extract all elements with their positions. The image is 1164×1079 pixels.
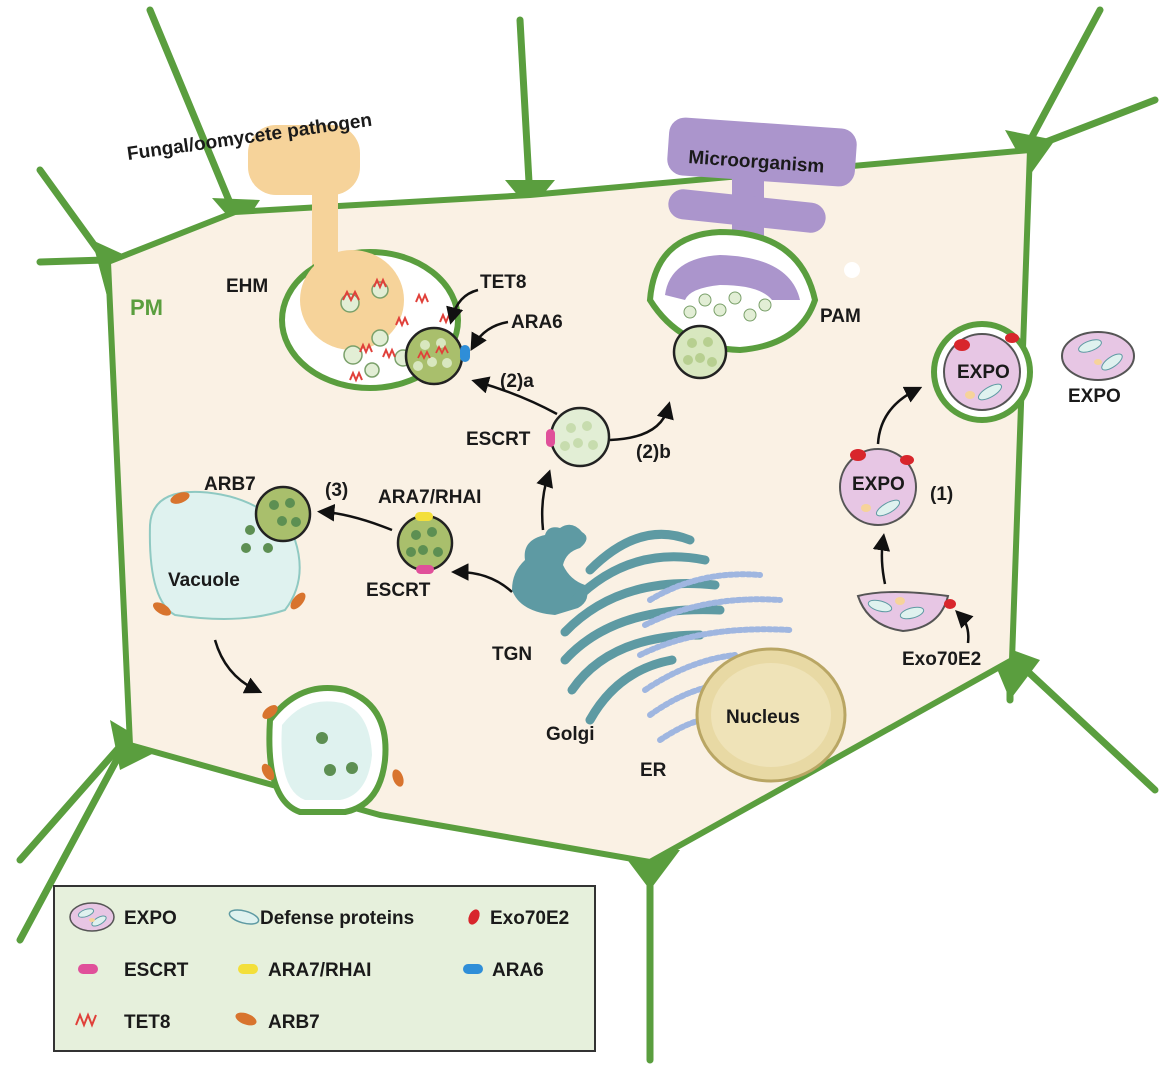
pam-label: PAM bbox=[820, 306, 861, 327]
exo70e2-icon bbox=[468, 909, 480, 925]
arrow-expo-bud-up bbox=[872, 533, 891, 585]
arrow-3 bbox=[317, 504, 393, 532]
vacuole bbox=[148, 485, 312, 620]
golgi-label: Golgi bbox=[546, 724, 595, 745]
tet8-icon bbox=[75, 1012, 97, 1028]
arrow-2a bbox=[471, 376, 558, 416]
pm-label: PM bbox=[130, 295, 163, 320]
arb7-label: ARB7 bbox=[204, 474, 256, 495]
exo70e2-label: Exo70E2 bbox=[902, 649, 981, 670]
expo-outside bbox=[1061, 331, 1135, 381]
vacuole-label: Vacuole bbox=[168, 570, 240, 591]
legend-ara7-label: ARA7/RHAI bbox=[268, 960, 371, 981]
arrow-vacuole-down bbox=[213, 639, 263, 694]
defense-protein-icon bbox=[228, 909, 260, 925]
mvb-ehm bbox=[404, 326, 470, 386]
legend: EXPO Defense proteins Exo70E2 ESCRT ARA7… bbox=[53, 885, 596, 1052]
ara6-arrow bbox=[470, 320, 509, 352]
legend-tet8-label: TET8 bbox=[124, 1012, 170, 1033]
expo-budding bbox=[856, 591, 956, 633]
legend-arb7-label: ARB7 bbox=[268, 1012, 320, 1033]
arrow-expo-to-pm bbox=[876, 386, 923, 445]
legend-escrt-label: ESCRT bbox=[124, 960, 189, 981]
ehm-label: EHM bbox=[226, 276, 268, 297]
vacuole-pm-fusion bbox=[261, 685, 404, 815]
ara7-vesicle bbox=[396, 512, 454, 574]
tgn-label: TGN bbox=[492, 644, 532, 665]
legend-expo-label: EXPO bbox=[124, 908, 177, 929]
legend-ara6-label: ARA6 bbox=[492, 960, 544, 981]
nucleus bbox=[695, 647, 847, 783]
microorganism bbox=[646, 117, 860, 380]
tet8-arrow bbox=[446, 288, 479, 325]
escrt-vesicle-top bbox=[546, 406, 611, 468]
expo-icon bbox=[69, 902, 115, 932]
ara6-icon bbox=[463, 964, 483, 974]
arb7-icon bbox=[235, 1012, 257, 1026]
expo-fused bbox=[931, 321, 1033, 423]
arrow-exo70e2 bbox=[955, 610, 974, 644]
ara7-label: ARA7/RHAI bbox=[378, 487, 481, 508]
nucleus-label: Nucleus bbox=[726, 707, 800, 728]
escrt-mid-label: ESCRT bbox=[366, 580, 431, 601]
expo-vesicle bbox=[839, 448, 917, 526]
er-label: ER bbox=[640, 760, 667, 781]
route-1-label: (1) bbox=[930, 484, 953, 505]
ara6-label: ARA6 bbox=[511, 312, 563, 333]
legend-exo70e2-label: Exo70E2 bbox=[490, 908, 569, 929]
expo-vesicle-label: EXPO bbox=[852, 474, 905, 495]
legend-defense-label: Defense proteins bbox=[260, 908, 414, 929]
legend-box bbox=[53, 885, 596, 1052]
arrow-2b bbox=[609, 401, 674, 442]
ara7-icon bbox=[238, 964, 258, 974]
escrt-top-label: ESCRT bbox=[466, 429, 531, 450]
tet8-label: TET8 bbox=[480, 272, 526, 293]
route-2b-label: (2)b bbox=[636, 442, 671, 463]
arrow-tgn-left bbox=[451, 563, 513, 593]
route-3-label: (3) bbox=[325, 480, 348, 501]
expo-outside-label: EXPO bbox=[1068, 386, 1121, 407]
route-2a-label: (2)a bbox=[500, 371, 534, 392]
expo-fused-label: EXPO bbox=[957, 362, 1010, 383]
golgi-tgn bbox=[512, 524, 588, 615]
escrt-icon bbox=[78, 964, 98, 974]
arrow-tgn-up bbox=[536, 469, 553, 531]
